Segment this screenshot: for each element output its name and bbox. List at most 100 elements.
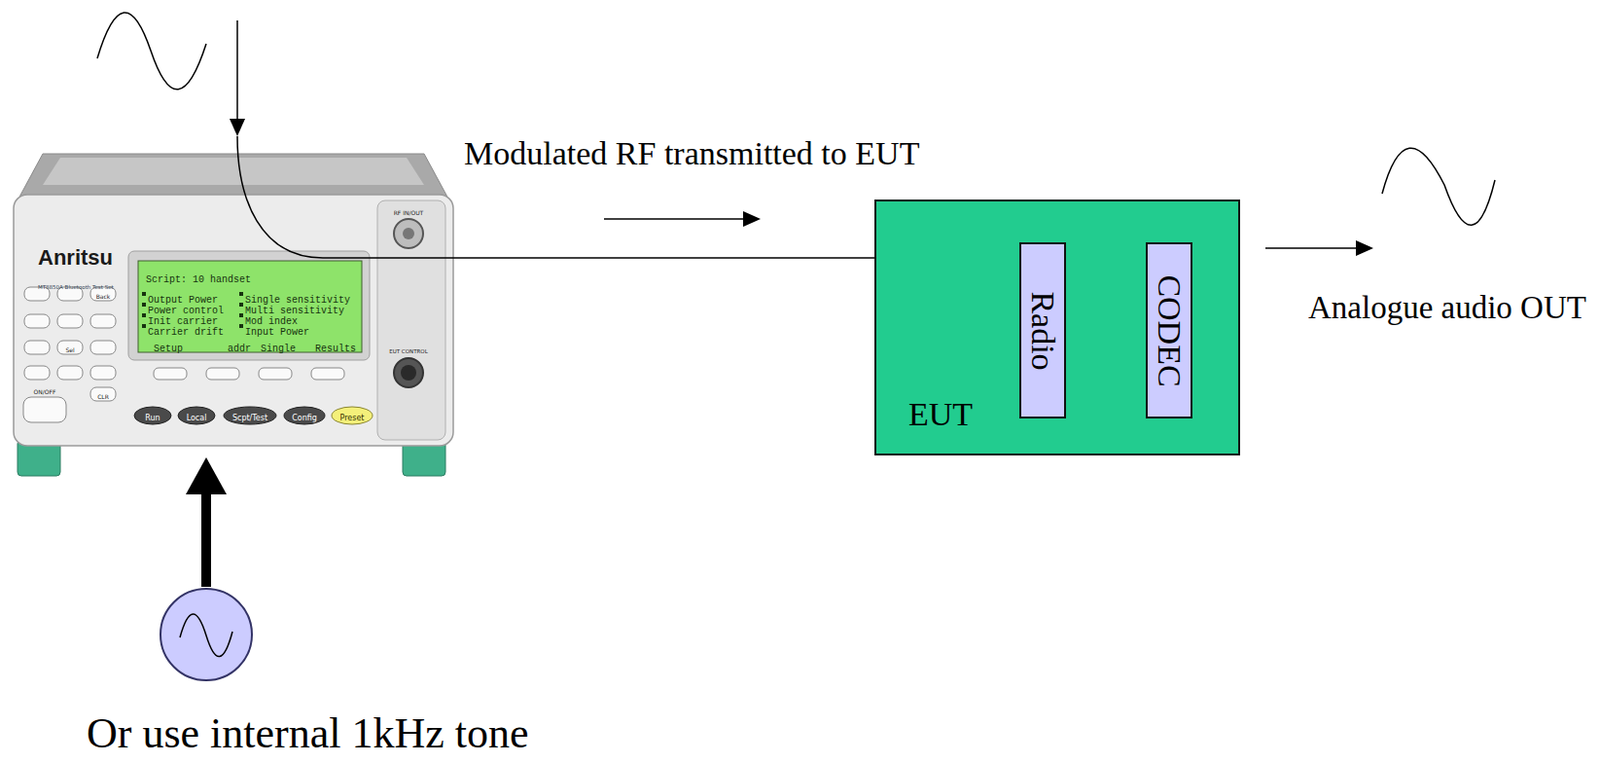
input-sine-wave — [97, 12, 207, 90]
codec-label: CODEC — [1150, 274, 1188, 387]
button-label-holder: Config — [291, 406, 318, 425]
screen-bullet — [142, 291, 146, 296]
generator-sine — [179, 613, 233, 657]
menu-item: Init carrier — [147, 316, 218, 327]
lcd-screen — [138, 260, 362, 353]
menu-item-holder: Mod index — [245, 310, 298, 328]
tone-generator: Or use internal 1kHz tone — [158, 586, 254, 682]
screen-bullet — [142, 313, 146, 318]
output-arrowhead — [1355, 240, 1374, 256]
softkey-label: addr — [227, 343, 251, 355]
key-label-holder: ON/OFF — [34, 380, 57, 398]
port-label-holder: RF IN/OUT — [393, 201, 425, 219]
model-name: MT8850A Bluetooth Test Set — [37, 284, 114, 290]
softkey-label-holder: addr — [227, 337, 251, 356]
keypad-button — [57, 365, 83, 380]
screen-bullet — [239, 313, 244, 318]
soft-key — [153, 367, 187, 380]
keypad-button — [24, 314, 50, 328]
brand-logo: Anritsu — [37, 245, 113, 271]
device-top-highlight — [42, 157, 425, 185]
menu-item: Mod index — [245, 316, 298, 327]
softkey-label-holder: Results — [315, 337, 356, 356]
control-connector — [393, 357, 424, 388]
key-label: ON/OFF — [34, 389, 57, 396]
key-label: Sel — [65, 347, 74, 355]
button-label-holder: Scpt/Test — [232, 406, 268, 425]
soft-key — [258, 367, 292, 380]
codec-block: CODEC — [1145, 242, 1193, 419]
button-label: Preset — [340, 414, 365, 424]
input-signal-line — [236, 20, 239, 121]
input-arrowhead — [229, 118, 246, 137]
soft-key — [206, 367, 240, 380]
menu-item-holder: Multi sensitivity — [245, 299, 345, 318]
direction-arrow — [604, 217, 746, 220]
output-label: Analogue audio OUT — [1308, 289, 1587, 325]
button-label-holder: Run — [144, 406, 160, 425]
signal-path-curve — [237, 136, 454, 258]
tone-caption: Or use internal 1kHz tone — [86, 710, 530, 757]
screen-title: Script: 10 handset — [145, 274, 251, 285]
soft-key — [311, 367, 345, 380]
key-label-holder: Back — [96, 284, 111, 303]
radio-block: Radio — [1019, 242, 1067, 419]
preset-button — [331, 406, 373, 425]
connector — [453, 257, 875, 259]
test-set-body: Anritsu — [13, 155, 454, 458]
keypad-button — [24, 365, 50, 380]
screen-bullet — [239, 291, 244, 296]
button-label: Scpt/Test — [232, 414, 268, 424]
thick-arrow-shaft — [201, 494, 212, 587]
keypad-button — [57, 314, 83, 328]
menu-item-holder: Power control — [147, 299, 224, 318]
keypad-button — [24, 340, 50, 355]
softkey-label-holder: Setup — [153, 337, 183, 356]
keypad-button — [90, 387, 116, 401]
generator-circle — [160, 588, 252, 680]
menu-item: Output Power — [147, 294, 218, 306]
eut-board: EUTRadioCODEC — [874, 199, 1241, 456]
rf-connector-core — [402, 227, 415, 240]
keypad-button — [90, 314, 116, 328]
direction-arrowhead — [743, 211, 761, 227]
menu-item: Power control — [147, 305, 224, 317]
screen-title-holder: Script: 10 handset — [145, 268, 251, 286]
menu-item-holder: Output Power — [147, 288, 218, 307]
screen-bullet — [142, 323, 146, 328]
model-name-holder: MT8850A Bluetooth Test Set — [37, 275, 114, 293]
menu-item-holder: Single sensitivity — [245, 288, 351, 307]
function-button — [134, 406, 172, 425]
softkey-label: Setup — [153, 343, 183, 355]
device-front — [13, 194, 454, 446]
screen-bullet — [142, 302, 146, 307]
circle-outline — [158, 586, 254, 682]
menu-item: Multi sensitivity — [245, 305, 345, 317]
keypad-button — [90, 365, 116, 380]
menu-item-holder: Init carrier — [147, 310, 218, 328]
menu-item: Carrier drift — [147, 326, 224, 338]
button-label: Local — [186, 414, 208, 424]
function-button — [223, 406, 277, 425]
thick-arrowhead — [185, 457, 227, 495]
button-label: Run — [144, 414, 160, 424]
device-side-panel — [377, 200, 446, 440]
softkey-label: Results — [315, 343, 356, 355]
softkey-label: Single — [260, 343, 296, 355]
screen-bullet — [239, 302, 244, 307]
key-label: CLR — [97, 393, 109, 401]
output-arrow — [1265, 247, 1358, 249]
edge-label-holder: Modulated RF transmitted to EUT — [463, 134, 920, 174]
control-connector-core — [400, 364, 417, 381]
menu-item: Single sensitivity — [245, 294, 351, 306]
menu-item: Input Power — [245, 326, 310, 338]
port-label-holder: EUT CONTROL — [389, 339, 427, 357]
menu-item-holder: Input Power — [245, 320, 310, 339]
port-label: RF IN/OUT — [393, 210, 425, 217]
edge-label: Modulated RF transmitted to EUT — [463, 134, 920, 174]
port-label: EUT CONTROL — [389, 348, 427, 355]
rf-connector — [393, 218, 424, 249]
keypad-button — [57, 340, 83, 355]
screen-bullet — [239, 323, 244, 328]
